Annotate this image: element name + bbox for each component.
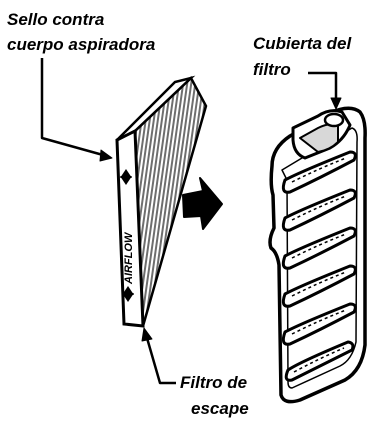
filter-label-line-2: escape <box>191 399 249 418</box>
filter-cover <box>268 106 367 404</box>
leader-line-filter <box>145 337 176 385</box>
double-arrow-icon <box>120 169 134 302</box>
leader-arrowhead-cover <box>330 97 342 110</box>
cover-label-line-2: filtro <box>253 60 291 79</box>
leader-line-cover <box>308 71 338 100</box>
cover-label-line-1: Cubierta del <box>253 34 352 53</box>
seal-label-line-2: cuerpo aspiradora <box>7 35 156 54</box>
exhaust-filter: AIRFLOW <box>115 75 208 328</box>
leader-arrowhead-seal <box>99 149 113 162</box>
airflow-label: AIRFLOW <box>123 231 135 285</box>
leader-arrowhead-filter <box>141 327 153 342</box>
seal-label-line-1: Sello contra <box>7 10 105 29</box>
arrow-right-icon <box>182 177 223 230</box>
leader-line-seal <box>40 58 104 157</box>
filter-label-line-1: Filtro de <box>180 373 248 392</box>
